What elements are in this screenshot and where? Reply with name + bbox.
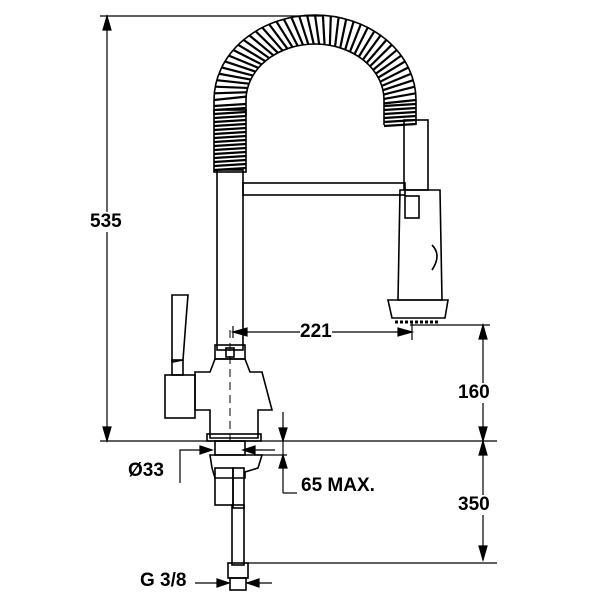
coil-turn <box>214 91 247 95</box>
coil-turn <box>383 114 417 120</box>
coil-turn <box>383 85 416 96</box>
coil-turn <box>213 142 247 148</box>
coil-turn <box>313 14 321 45</box>
coil-turn <box>381 72 412 87</box>
clearance-label: 160 <box>458 382 490 403</box>
coil-turn <box>213 126 247 132</box>
coil-turn <box>237 43 266 63</box>
coil-turn <box>216 79 250 85</box>
coil-turn <box>321 15 326 45</box>
coil-turn <box>306 15 315 45</box>
reach-label: 221 <box>300 321 332 342</box>
coil-turn <box>248 34 275 57</box>
coil-turn <box>298 15 310 45</box>
coil-turn <box>353 27 369 55</box>
dimension-lines <box>100 13 497 588</box>
coil-turn <box>383 118 417 124</box>
coil-turn <box>254 30 279 54</box>
coil-turn <box>261 26 284 52</box>
coil-turn <box>215 85 248 90</box>
coil-turn <box>213 162 247 168</box>
coil-turn <box>375 54 402 75</box>
deck-thickness-label: 65 MAX. <box>301 475 375 496</box>
coil-turn <box>213 110 247 116</box>
coil-turn <box>383 92 416 101</box>
coil-turn <box>365 39 388 64</box>
hose-length-label: 350 <box>458 494 490 515</box>
coil-turn <box>213 122 247 128</box>
height-label: 535 <box>90 211 122 232</box>
coil-turn <box>383 110 417 116</box>
coil-turn <box>213 134 247 140</box>
diameter-label: Ø33 <box>128 460 164 481</box>
coil-turn <box>213 130 247 136</box>
coil-turn <box>268 23 289 50</box>
coil-turn <box>382 79 414 92</box>
coil-turn <box>383 122 417 128</box>
coil-turn <box>348 23 362 53</box>
coil-turn <box>213 166 247 172</box>
spring-coil <box>213 14 417 172</box>
coil-turn <box>213 146 247 152</box>
coil-turn <box>344 21 355 50</box>
coil-turn <box>372 49 398 71</box>
coil-turn <box>339 18 348 49</box>
coil-turn <box>242 38 270 59</box>
coil-turn <box>328 16 332 46</box>
coil-turn <box>369 44 393 68</box>
coil-turn <box>383 106 417 112</box>
coil-turn <box>224 60 256 73</box>
coil-turn <box>379 66 409 83</box>
coil-turn <box>213 138 247 144</box>
coil-turn <box>383 102 417 108</box>
coil-turn <box>213 150 247 156</box>
coil-turn <box>228 54 259 69</box>
coil-turn <box>361 34 382 61</box>
coil-turn <box>218 72 251 81</box>
coil-turn <box>282 18 299 47</box>
coil-turn <box>213 106 247 112</box>
coil-turn <box>377 60 406 79</box>
coil-turn <box>213 102 247 108</box>
coil-turn <box>232 49 263 66</box>
coil-turn <box>357 30 376 58</box>
coil-turn <box>213 158 247 164</box>
faucet-body <box>164 109 449 591</box>
coil-turn <box>213 95 247 102</box>
coil-turn <box>275 20 294 48</box>
coil-turn <box>213 114 247 120</box>
coil-turn <box>221 66 254 77</box>
connection-label: G 3/8 <box>140 570 187 591</box>
coil-turn <box>334 17 340 47</box>
coil-turn <box>213 118 247 124</box>
coil-turn <box>383 98 417 105</box>
coil-turn <box>213 154 247 160</box>
coil-turn <box>290 16 304 46</box>
